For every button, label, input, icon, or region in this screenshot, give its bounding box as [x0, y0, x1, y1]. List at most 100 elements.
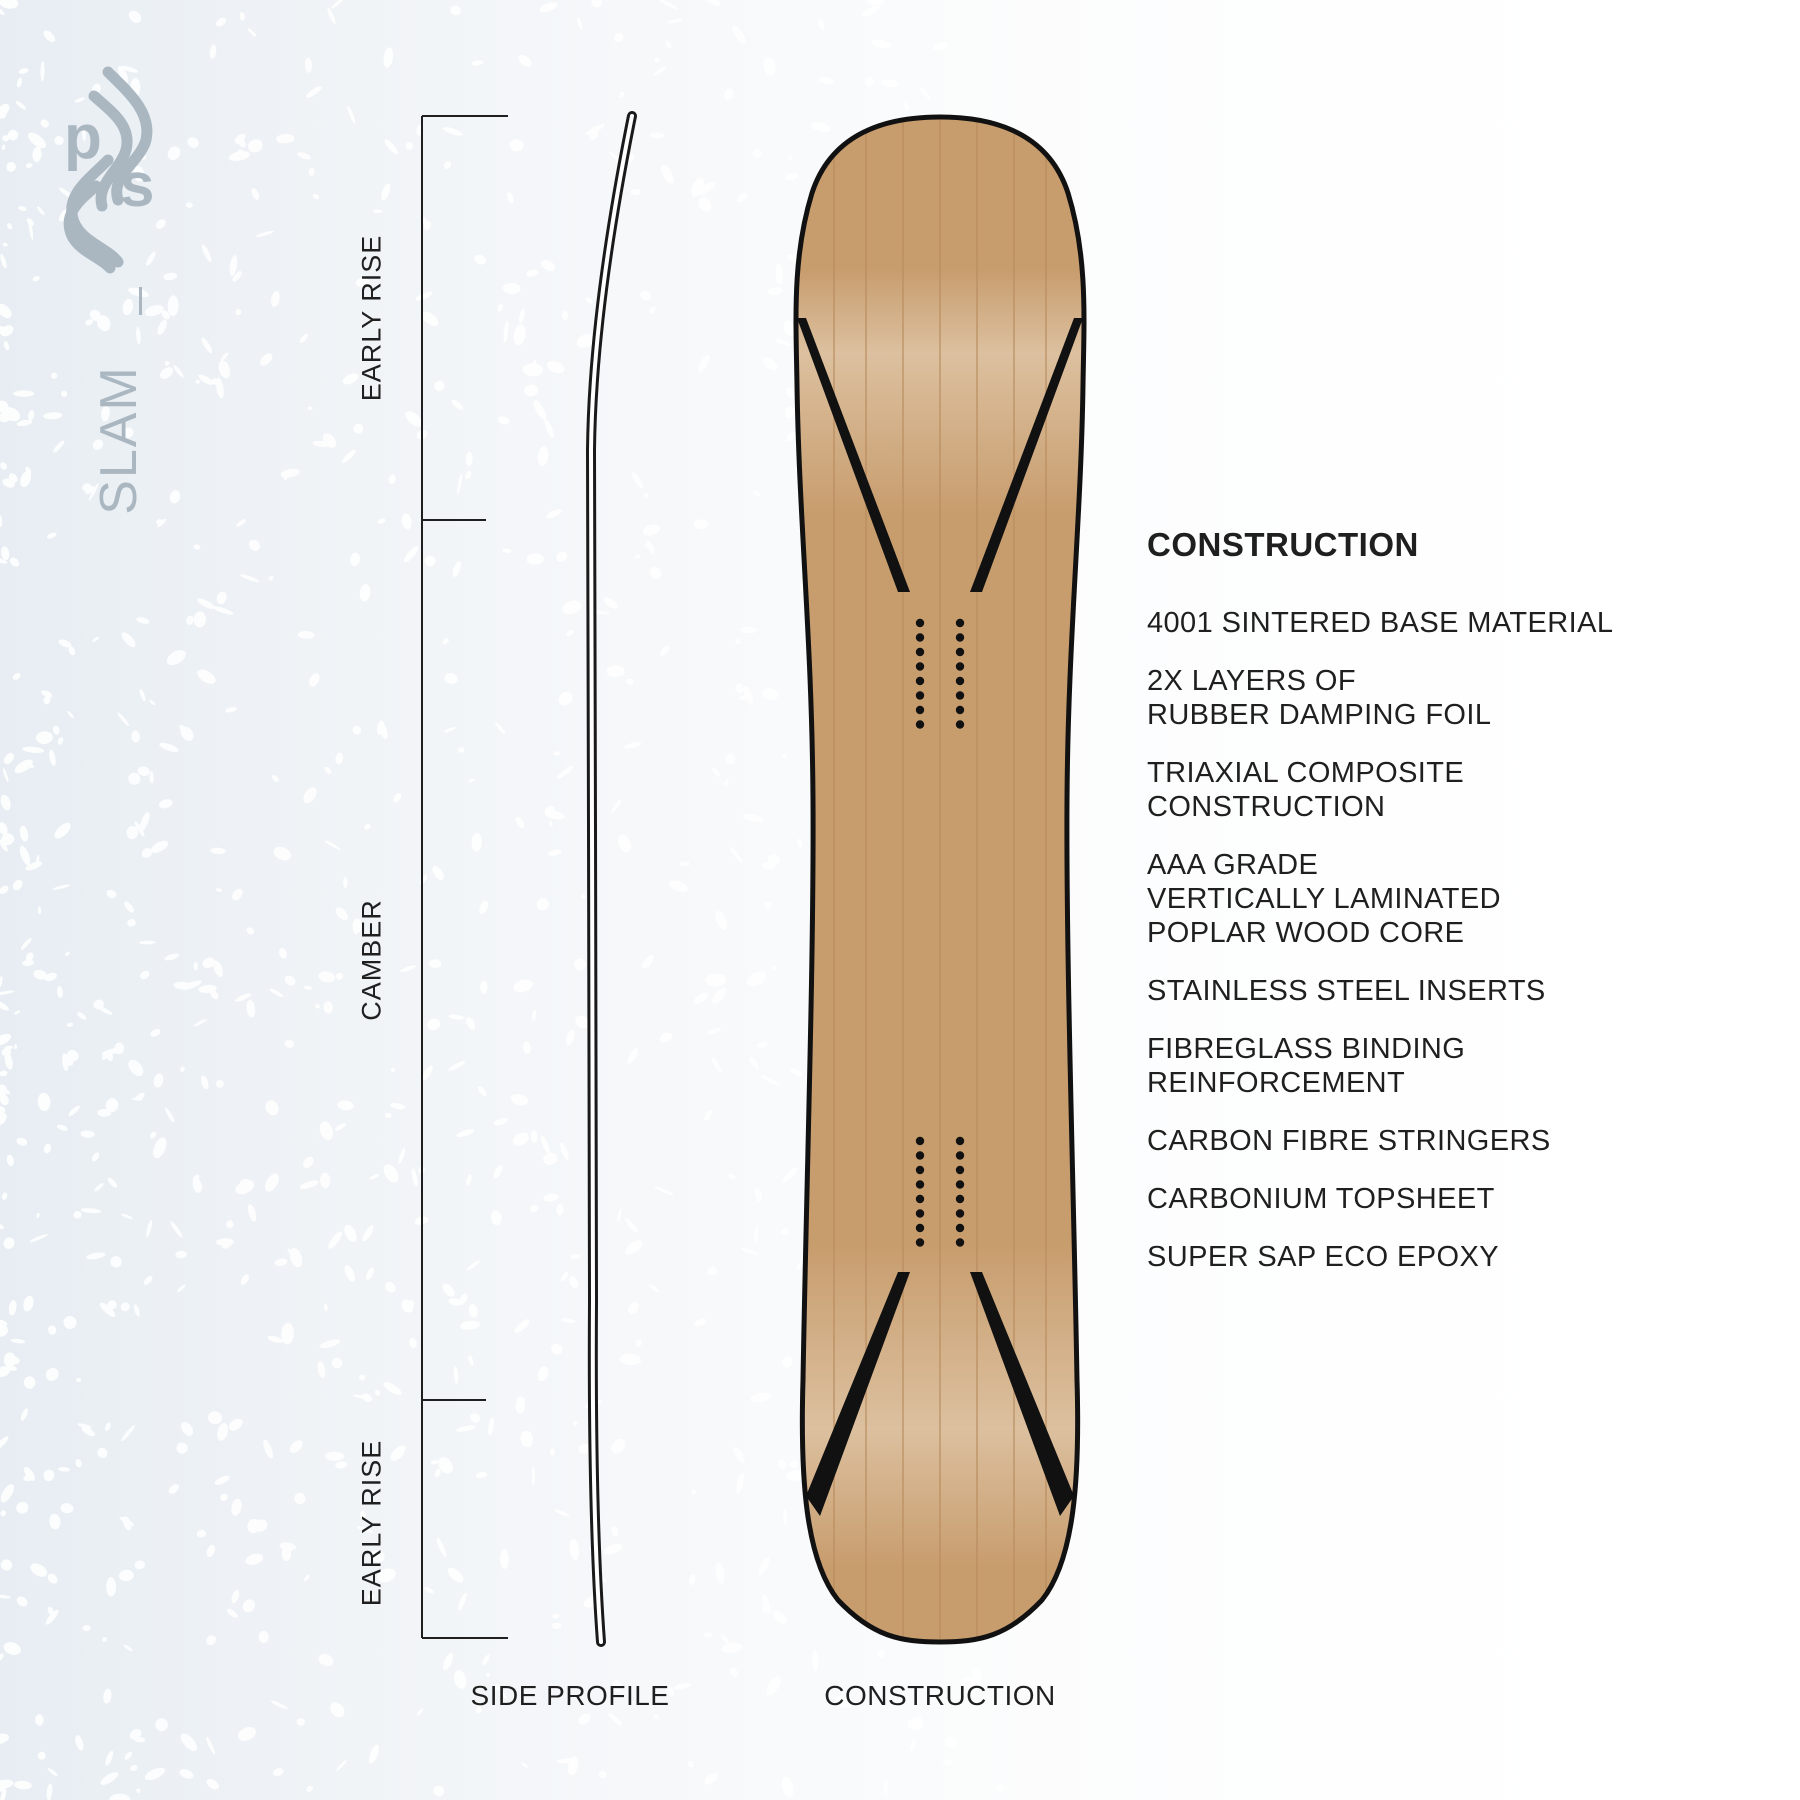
- snow-speckle: [176, 1442, 188, 1454]
- snow-speckle: [654, 57, 660, 63]
- snow-speckle: [213, 960, 224, 978]
- snow-speckle: [209, 44, 217, 59]
- zone-label-early-rise-bottom: EARLY RISE: [356, 1439, 387, 1607]
- snow-speckle: [43, 1143, 52, 1154]
- snow-speckle: [268, 575, 274, 581]
- snow-speckle: [287, 1248, 297, 1260]
- snow-speckle: [490, 1210, 502, 1226]
- snow-speckle: [903, 102, 909, 111]
- snow-speckle: [180, 726, 194, 741]
- snow-speckle: [216, 1080, 224, 1088]
- snow-speckle: [43, 30, 56, 43]
- snow-speckle: [206, 1778, 219, 1790]
- snow-speckle: [166, 649, 186, 666]
- snow-speckle: [248, 139, 263, 153]
- snow-speckle: [497, 303, 504, 312]
- snow-speckle: [265, 1173, 279, 1192]
- snow-speckle: [0, 1319, 8, 1326]
- snow-speckle: [842, 1697, 853, 1709]
- snow-speckle: [540, 1135, 550, 1154]
- snow-speckle: [532, 1009, 537, 1022]
- snow-speckle: [697, 181, 716, 195]
- snow-speckle: [25, 162, 33, 169]
- snow-speckle: [94, 1183, 104, 1192]
- snow-speckle: [328, 1231, 343, 1249]
- snow-speckle: [623, 741, 642, 749]
- snow-speckle: [536, 898, 549, 911]
- snow-speckle: [787, 156, 793, 162]
- snow-speckle: [608, 1712, 623, 1726]
- snow-speckle: [0, 839, 8, 852]
- insert-dot: [955, 633, 965, 642]
- snow-speckle: [269, 988, 284, 998]
- snow-speckle: [612, 1679, 622, 1692]
- snow-speckle: [149, 699, 156, 706]
- spec-item: STAINLESS STEEL INSERTS: [1147, 975, 1546, 1007]
- snow-speckle: [60, 390, 68, 397]
- snow-speckle: [255, 230, 274, 237]
- snow-speckle: [47, 1767, 58, 1777]
- snow-speckle: [578, 1713, 591, 1725]
- snow-speckle: [104, 1422, 111, 1431]
- snow-speckle: [192, 1177, 203, 1193]
- snow-speckle: [8, 473, 18, 483]
- snow-speckle: [757, 1041, 769, 1048]
- insert-dot: [915, 647, 925, 657]
- snow-speckle: [127, 918, 136, 927]
- snow-speckle: [761, 862, 776, 870]
- snow-speckle: [450, 5, 461, 16]
- snow-speckle: [20, 470, 31, 488]
- snow-speckle: [315, 1004, 320, 1009]
- snow-speckle: [707, 1266, 718, 1276]
- snow-speckle: [1, 1192, 8, 1200]
- snow-speckle: [0, 1483, 15, 1503]
- snow-speckle: [810, 122, 831, 132]
- snow-speckle: [226, 1608, 238, 1618]
- snow-speckle: [319, 1121, 334, 1141]
- snow-speckle: [721, 1634, 730, 1644]
- insert-dot: [955, 1223, 965, 1233]
- snow-speckle: [611, 1438, 626, 1454]
- snow-speckle: [468, 1304, 478, 1318]
- snow-speckle: [278, 948, 287, 959]
- snow-speckle: [44, 972, 57, 982]
- snow-speckle: [15, 100, 27, 110]
- snow-speckle: [767, 286, 783, 296]
- snow-speckle: [736, 192, 748, 203]
- snow-speckle: [303, 1156, 314, 1169]
- snow-speckle: [99, 1302, 116, 1317]
- snow-speckle: [0, 1733, 10, 1745]
- snow-speckle: [276, 1338, 292, 1344]
- snow-speckle: [92, 636, 99, 642]
- snow-speckle: [32, 275, 40, 282]
- snow-speckle: [121, 1213, 133, 1220]
- snow-speckle: [560, 1142, 569, 1160]
- snow-speckle: [658, 0, 678, 9]
- snow-speckle: [867, 0, 885, 6]
- snow-speckle: [660, 164, 674, 184]
- snow-speckle: [570, 1253, 581, 1260]
- insert-dot: [955, 1238, 965, 1247]
- snow-speckle: [547, 849, 562, 856]
- snow-speckle: [150, 840, 169, 853]
- snow-speckle: [438, 1457, 453, 1474]
- snow-speckle: [272, 1768, 284, 1777]
- snow-speckle: [627, 1302, 639, 1315]
- snow-speckle: [907, 1717, 924, 1731]
- svg-text:p: p: [64, 103, 102, 172]
- snow-speckle: [466, 1260, 480, 1271]
- snow-speckle: [97, 315, 111, 332]
- snow-speckle: [201, 1075, 209, 1090]
- spec-item: 4001 SINTERED BASE MATERIAL: [1147, 607, 1614, 639]
- snow-speckle: [0, 7, 5, 16]
- snow-speckle: [157, 319, 167, 335]
- snow-speckle: [624, 1217, 639, 1233]
- snow-speckle: [36, 206, 45, 216]
- snow-speckle: [642, 955, 654, 969]
- snow-speckle: [64, 951, 70, 957]
- snow-speckle: [617, 1208, 622, 1223]
- snow-speckle: [138, 940, 156, 945]
- snow-speckle: [0, 462, 7, 470]
- spec-heading: CONSTRUCTION: [1147, 526, 1419, 563]
- snow-speckle: [52, 884, 71, 890]
